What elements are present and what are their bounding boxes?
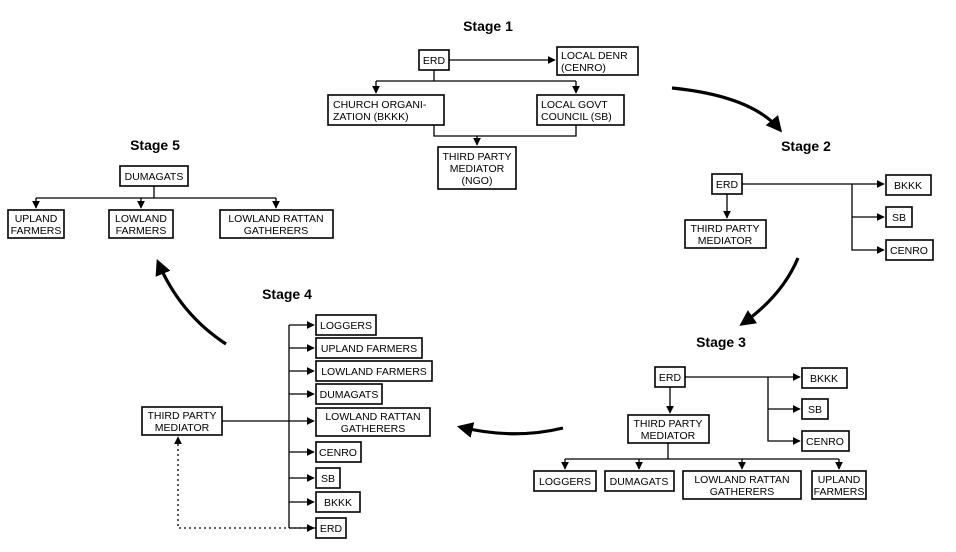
stage4-bkkk-node: BKKK xyxy=(315,491,361,513)
stage2-sb-label: SB xyxy=(892,212,906,224)
stage3-sb-label: SB xyxy=(808,404,822,416)
stage1-title: Stage 1 xyxy=(463,18,513,34)
stage1-third-party-label-2: MEDIATOR xyxy=(450,163,505,175)
stage5-lowland-farmers-node: LOWLAND FARMERS xyxy=(108,209,174,239)
stage3-dumagats-label: DUMAGATS xyxy=(610,476,669,488)
stage3-title: Stage 3 xyxy=(696,334,746,350)
stage3-cenro-label: CENRO xyxy=(806,436,844,448)
stage3-bkkk-label: BKKK xyxy=(810,373,838,385)
stage4-third-party-label-2: MEDIATOR xyxy=(155,422,210,434)
stage1-erd-node: ERD xyxy=(418,49,450,71)
stage1-local-govt-label-1: LOCAL GOVT xyxy=(541,99,608,111)
stage1-third-party-node: THIRD PARTY MEDIATOR (NGO) xyxy=(437,146,517,190)
stage3-loggers-node: LOGGERS xyxy=(533,470,597,492)
stage5-lowland-label-1: LOWLAND xyxy=(115,213,167,225)
stage5-edges xyxy=(32,186,280,209)
stage3-to-stage4-arrow xyxy=(456,422,564,438)
stage2-third-party-node: THIRD PARTY MEDIATOR xyxy=(684,219,767,249)
stage2-edges xyxy=(723,180,885,254)
stage4-erd-label: ERD xyxy=(320,523,343,535)
stage4-upland-farmers-label: UPLAND FARMERS xyxy=(321,343,417,355)
stage3-sb-node: SB xyxy=(801,398,829,420)
stage3-upland-label-2: FARMERS xyxy=(814,486,865,498)
stage3-upland-label-1: UPLAND xyxy=(818,474,861,486)
stage1-third-party-label-1: THIRD PARTY xyxy=(442,151,511,163)
stage4-dumagats-node: DUMAGATS xyxy=(315,383,383,405)
stage3-erd-node: ERD xyxy=(654,366,686,388)
stage2-bkkk-label: BKKK xyxy=(894,180,922,192)
stage1-church-organization-node: CHURCH ORGANI- ZATION (BKKK) xyxy=(327,94,445,126)
stage1-local-govt-node: LOCAL GOVT COUNCIL (SB) xyxy=(536,94,625,126)
stage4-lowland-rattan-node: LOWLAND RATTAN GATHERERS xyxy=(315,407,431,437)
stage4-to-stage5-arrow xyxy=(155,259,227,346)
stage5-lowland-rattan-node: LOWLAND RATTAN GATHERERS xyxy=(219,209,334,239)
stage5-title: Stage 5 xyxy=(130,137,180,153)
stage2-third-party-label-1: THIRD PARTY xyxy=(690,223,759,235)
stage4-sb-node: SB xyxy=(315,467,341,489)
stage4-loggers-node: LOGGERS xyxy=(315,314,377,336)
stage2-erd-node: ERD xyxy=(711,173,743,195)
stage4-lowland-farmers-node: LOWLAND FARMERS xyxy=(315,360,433,382)
stage4-loggers-label: LOGGERS xyxy=(320,320,372,332)
stage2-bkkk-node: BKKK xyxy=(885,174,932,196)
stage4-third-party-node: THIRD PARTY MEDIATOR xyxy=(141,406,223,436)
stage2-to-stage3-arrow xyxy=(739,257,800,326)
stage1-third-party-label-3: (NGO) xyxy=(462,175,493,187)
stage1-erd-label: ERD xyxy=(423,55,446,67)
stage5-upland-farmers-node: UPLAND FARMERS xyxy=(7,209,65,239)
stage1-edges xyxy=(372,56,580,146)
stage5-dumagats-node: DUMAGATS xyxy=(119,165,189,187)
stage4-sb-label: SB xyxy=(321,473,335,485)
stage1-local-denr-label-2: (CENRO) xyxy=(561,62,606,74)
stage5-upland-label-2: FARMERS xyxy=(11,225,62,237)
stage1-church-label-2: ZATION (BKKK) xyxy=(333,111,409,123)
stage5-rattan-label-2: GATHERERS xyxy=(244,225,309,237)
stage4-dumagats-label: DUMAGATS xyxy=(320,389,379,401)
stage3-third-party-label-1: THIRD PARTY xyxy=(633,418,702,430)
stage4-bkkk-label: BKKK xyxy=(324,497,352,509)
stage3-rattan-label-2: GATHERERS xyxy=(710,486,775,498)
stage5-dumagats-label: DUMAGATS xyxy=(125,171,184,183)
stage2-cenro-node: CENRO xyxy=(885,239,934,261)
stage4-lowland-farmers-label: LOWLAND FARMERS xyxy=(321,366,427,378)
stage4-upland-farmers-node: UPLAND FARMERS xyxy=(315,337,423,359)
stage1-church-label-1: CHURCH ORGANI- xyxy=(333,99,427,111)
stage4-cenro-node: CENRO xyxy=(315,441,362,463)
stage3-rattan-label-1: LOWLAND RATTAN xyxy=(694,474,789,486)
stage4-third-party-label-1: THIRD PARTY xyxy=(147,410,216,422)
stage2-third-party-label-2: MEDIATOR xyxy=(698,235,753,247)
stage3-bkkk-node: BKKK xyxy=(801,367,848,389)
stage3-third-party-label-2: MEDIATOR xyxy=(641,430,696,442)
stage2-erd-label: ERD xyxy=(716,179,739,191)
stage5-upland-label-1: UPLAND xyxy=(15,213,58,225)
stage4-erd-node: ERD xyxy=(315,517,347,539)
stage3-dumagats-node: DUMAGATS xyxy=(604,470,675,492)
stage1-to-stage2-arrow xyxy=(671,86,783,133)
stage4-title: Stage 4 xyxy=(262,286,312,302)
stage4-rattan-label-2: GATHERERS xyxy=(341,423,406,435)
stage3-cenro-node: CENRO xyxy=(801,430,850,452)
stage3-erd-label: ERD xyxy=(659,372,682,384)
stage2-cenro-label: CENRO xyxy=(890,245,928,257)
stage4-cenro-label: CENRO xyxy=(319,447,357,459)
stage5-rattan-label-1: LOWLAND RATTAN xyxy=(228,213,323,225)
stage3-loggers-label: LOGGERS xyxy=(539,476,591,488)
stage4-edges xyxy=(174,321,316,532)
stage2-title: Stage 2 xyxy=(781,138,831,154)
stage1-local-govt-label-2: COUNCIL (SB) xyxy=(541,111,612,123)
stage4-rattan-label-1: LOWLAND RATTAN xyxy=(325,411,420,423)
stage3-third-party-node: THIRD PARTY MEDIATOR xyxy=(627,414,710,444)
stage3-upland-farmers-node: UPLAND FARMERS xyxy=(811,470,867,500)
stage3-lowland-rattan-node: LOWLAND RATTAN GATHERERS xyxy=(682,470,802,500)
stage2-sb-node: SB xyxy=(885,206,913,228)
stage1-local-denr-label-1: LOCAL DENR xyxy=(561,50,628,62)
stage3-edges xyxy=(561,373,843,470)
stage5-lowland-label-2: FARMERS xyxy=(116,225,167,237)
stage1-local-denr-node: LOCAL DENR (CENRO) xyxy=(556,46,639,76)
